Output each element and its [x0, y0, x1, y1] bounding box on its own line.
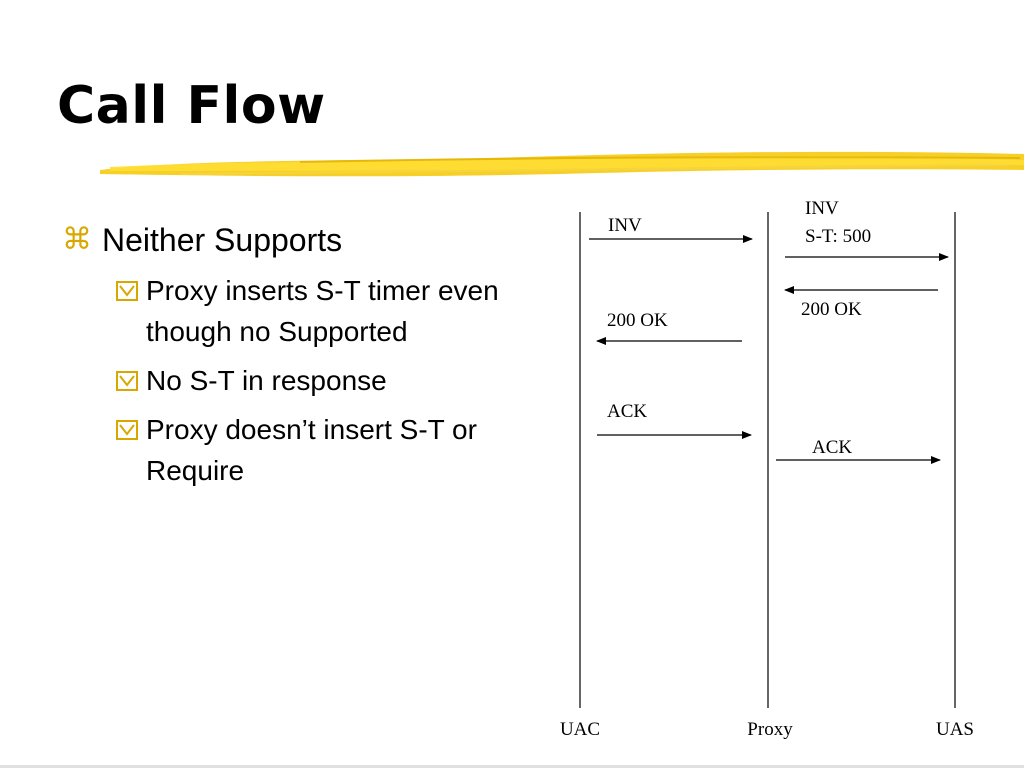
bullet-neither-supports: ⌘ Neither Supports	[60, 218, 510, 262]
sub-bullet-proxy-doesnt-insert: Proxy doesn’t insert S-T or Require	[116, 409, 510, 491]
checkbox-bullet-icon	[116, 420, 138, 440]
message-label: INV	[805, 198, 839, 219]
command-symbol-icon: ⌘	[62, 222, 92, 257]
message-label: ACK	[812, 437, 852, 458]
checkbox-bullet-icon	[116, 281, 138, 301]
sub-bullet-text: No S-T in response	[146, 365, 387, 396]
sub-bullet-text: Proxy inserts S-T timer even though no S…	[146, 275, 499, 347]
entity-label-proxy: Proxy	[747, 719, 793, 740]
message-label: INV	[608, 215, 642, 236]
message-label: ACK	[607, 401, 647, 422]
message-label: S-T: 500	[805, 226, 871, 247]
footer-divider	[0, 765, 1024, 768]
message-label: 200 OK	[607, 310, 668, 331]
entity-label-uac: UAC	[560, 719, 600, 740]
slide-title: Call Flow	[57, 76, 326, 136]
checkbox-bullet-icon	[116, 371, 138, 391]
entity-label-uas: UAS	[936, 719, 974, 740]
bullet-list: ⌘ Neither Supports Proxy inserts S-T tim…	[60, 218, 510, 491]
sub-bullet-proxy-inserts: Proxy inserts S-T timer even though no S…	[116, 270, 510, 352]
message-label: 200 OK	[801, 299, 862, 320]
sub-bullet-text: Proxy doesn’t insert S-T or Require	[146, 414, 477, 486]
yellow-brush-stroke	[100, 151, 1024, 177]
bullet-text: Neither Supports	[102, 222, 343, 258]
sub-bullet-no-st-response: No S-T in response	[116, 360, 510, 401]
